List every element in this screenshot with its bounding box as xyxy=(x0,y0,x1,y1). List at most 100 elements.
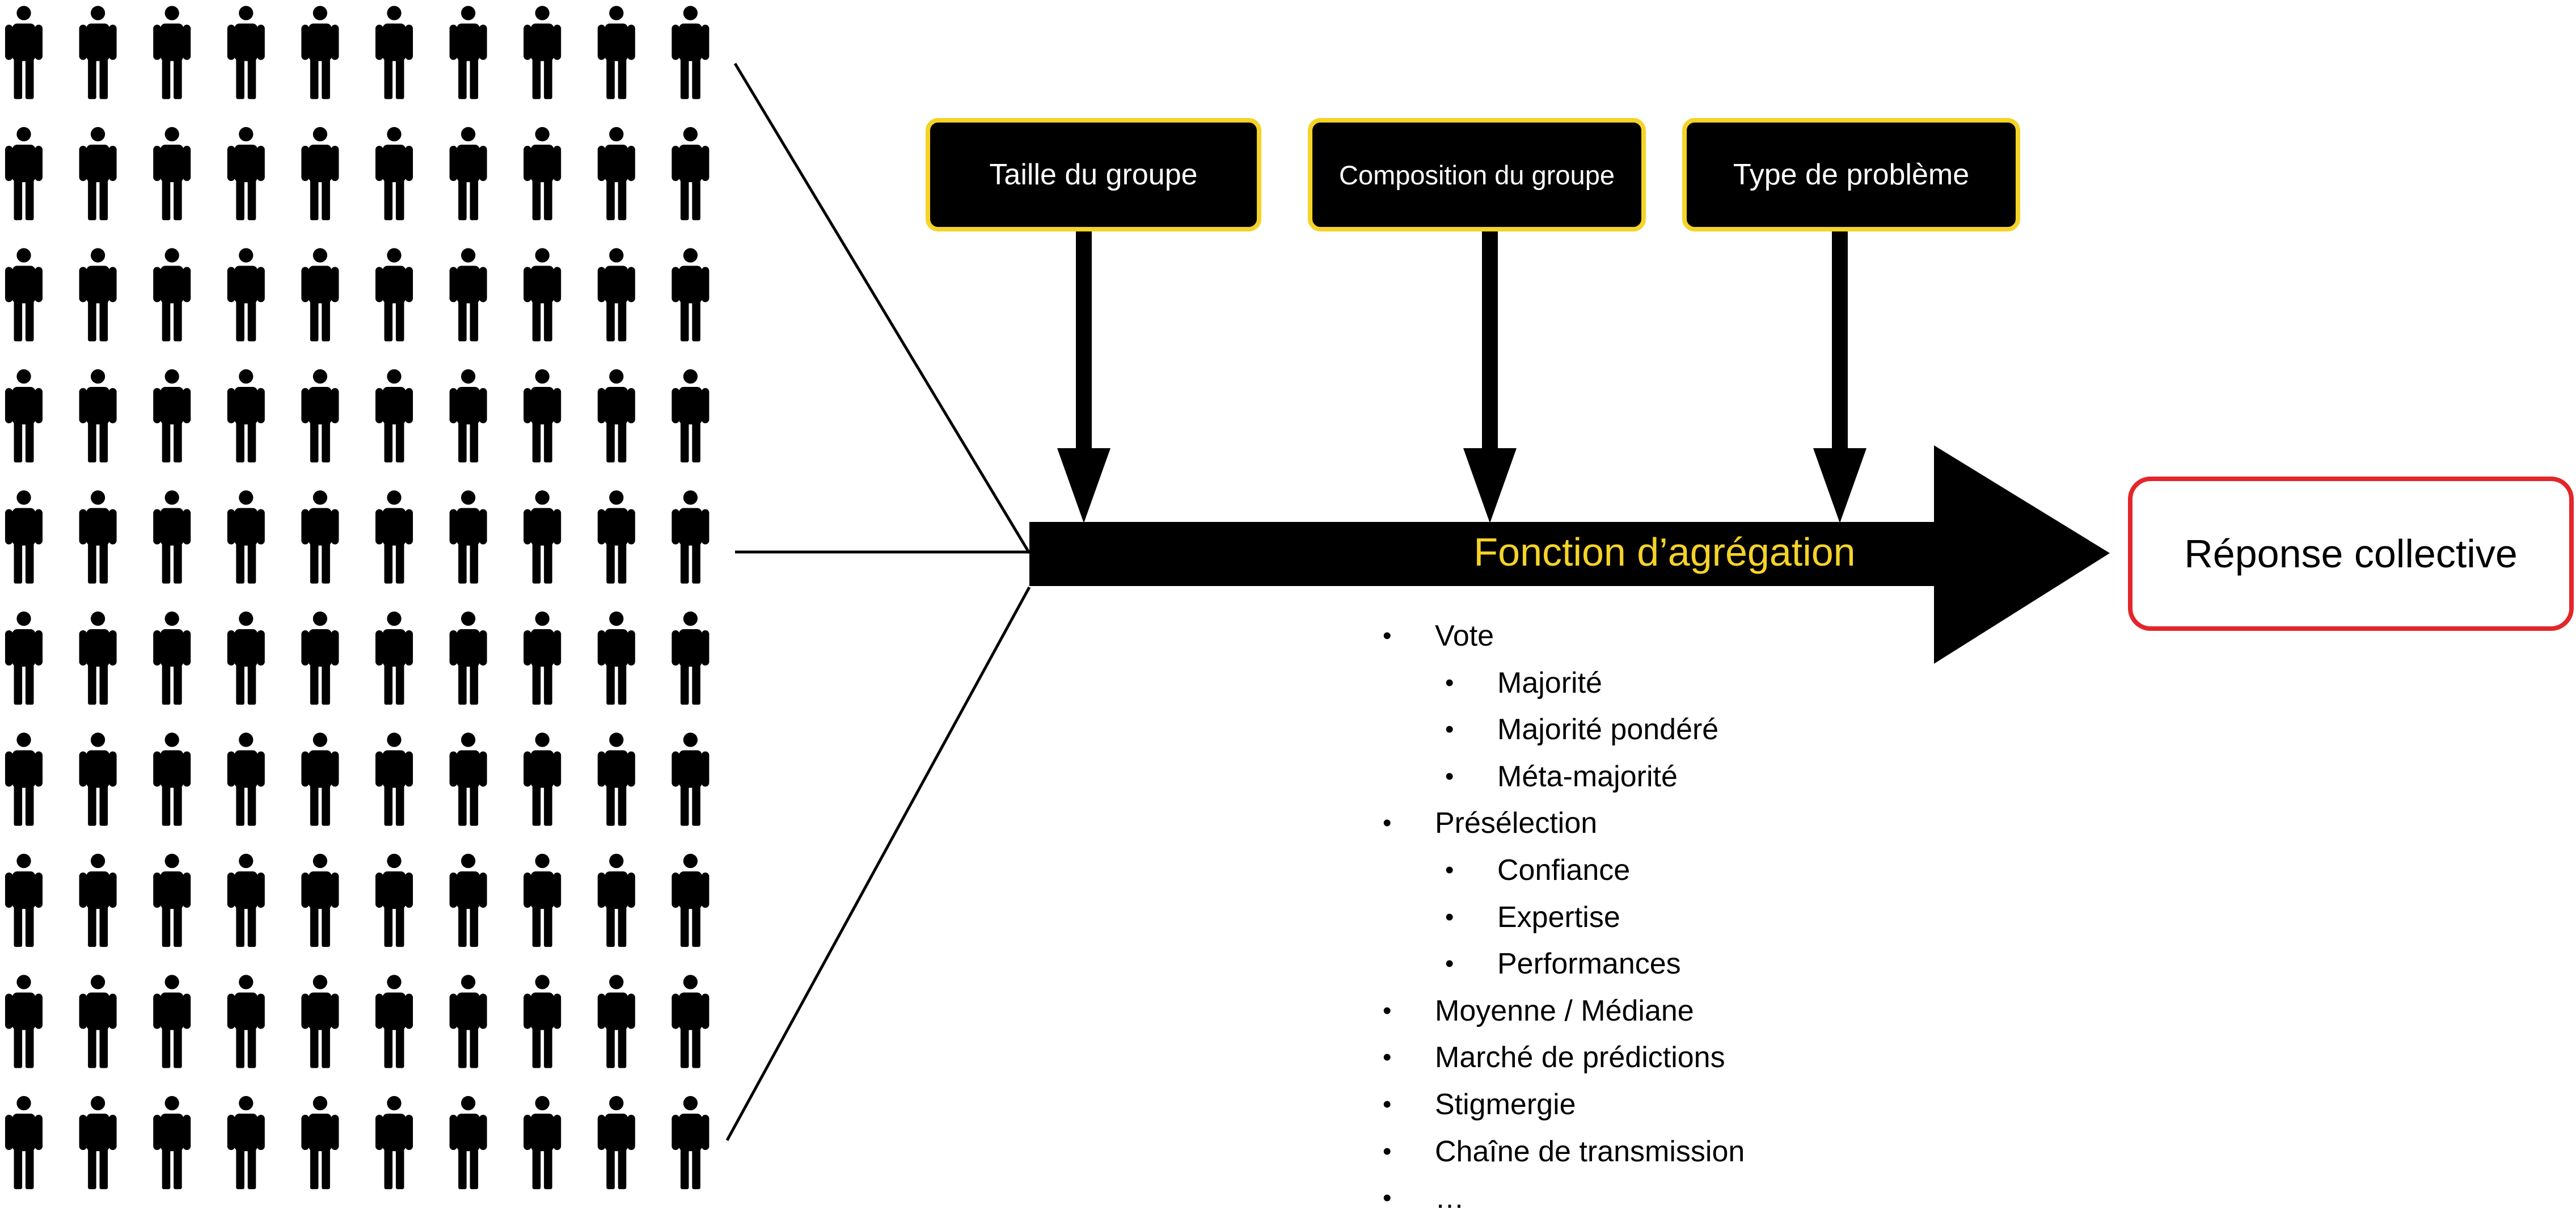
person-icon xyxy=(375,732,413,826)
person-icon xyxy=(375,6,413,99)
method-label: Performances xyxy=(1497,947,1681,981)
method-item: • Moyenne / Médiane xyxy=(1373,988,1745,1035)
person-icon xyxy=(5,6,43,99)
person-icon xyxy=(227,127,265,221)
person-icon xyxy=(449,611,487,705)
person-icon xyxy=(79,6,117,99)
person-icon xyxy=(375,490,413,584)
person-icon xyxy=(301,127,339,221)
person-icon xyxy=(597,1095,635,1190)
person-icon xyxy=(79,732,117,826)
person-icon xyxy=(79,1095,117,1190)
person-icon xyxy=(672,611,710,705)
person-icon xyxy=(79,853,117,947)
person-icon xyxy=(449,369,487,463)
bullet-icon: • xyxy=(1383,1184,1392,1212)
person-icon xyxy=(227,611,265,705)
method-item: •Chaîne de transmission xyxy=(1373,1128,1745,1175)
method-item: • Présélection xyxy=(1373,800,1745,847)
person-icon xyxy=(672,248,710,342)
method-label: Majorité pondéré xyxy=(1497,713,1719,747)
bullet-icon: • xyxy=(1445,903,1454,931)
person-icon xyxy=(5,732,43,826)
person-icon xyxy=(227,6,265,99)
person-icon xyxy=(597,6,635,99)
person-icon xyxy=(227,732,265,826)
method-label: Stigmergie xyxy=(1435,1088,1576,1121)
method-label: Moyenne / Médiane xyxy=(1435,994,1694,1027)
problem-type-box: Type de problème xyxy=(1682,118,2020,231)
factor-arrow-composition xyxy=(1463,227,1517,523)
person-icon xyxy=(5,853,43,947)
person-icon xyxy=(375,975,413,1068)
person-icon xyxy=(375,369,413,463)
bullet-icon: • xyxy=(1445,668,1454,697)
method-label: Présélection xyxy=(1435,807,1598,840)
method-item: • Expertise xyxy=(1373,894,1745,941)
person-icon xyxy=(523,975,561,1068)
person-icon xyxy=(597,490,635,584)
person-icon xyxy=(597,248,635,342)
method-item: •Majorité pondéré xyxy=(1373,706,1745,753)
method-item: •Performances xyxy=(1373,941,1745,988)
collective-response-box: Réponse collective xyxy=(2128,477,2574,631)
bullet-icon: • xyxy=(1383,809,1392,837)
bullet-icon: • xyxy=(1445,762,1454,790)
person-icon xyxy=(301,369,339,463)
method-item: •Confiance xyxy=(1373,847,1745,894)
method-label: Expertise xyxy=(1497,900,1620,934)
person-icon xyxy=(153,611,191,705)
person-icon xyxy=(672,1095,710,1190)
person-icon xyxy=(301,490,339,584)
method-label: Vote xyxy=(1435,620,1494,652)
person-icon xyxy=(79,248,117,342)
person-icon xyxy=(153,490,191,584)
person-icon xyxy=(5,611,43,705)
person-icon xyxy=(672,369,710,463)
factor-arrow-size xyxy=(1057,227,1110,523)
crowd-grid xyxy=(5,6,710,1190)
person-icon xyxy=(5,127,43,221)
group-size-box: Taille du groupe xyxy=(926,118,1261,231)
bullet-icon: • xyxy=(1383,622,1392,650)
person-icon xyxy=(153,127,191,221)
person-icon xyxy=(5,248,43,342)
method-item: • Stigmergie xyxy=(1373,1081,1745,1128)
person-icon xyxy=(449,732,487,826)
factor-arrow-problem xyxy=(1813,227,1866,523)
person-icon xyxy=(301,1095,339,1190)
person-icon xyxy=(375,248,413,342)
person-icon xyxy=(79,490,117,584)
person-icon xyxy=(449,248,487,342)
method-label: … xyxy=(1435,1182,1464,1215)
person-icon xyxy=(672,490,710,584)
bullet-icon: • xyxy=(1383,1090,1392,1118)
person-icon xyxy=(301,732,339,826)
group-composition-box: Composition du groupe xyxy=(1308,118,1646,231)
factor-arrows xyxy=(1057,227,1866,523)
person-icon xyxy=(449,127,487,221)
person-icon xyxy=(523,127,561,221)
person-icon xyxy=(672,853,710,947)
person-icon xyxy=(153,1095,191,1190)
problem-type-label: Type de problème xyxy=(1733,158,1970,191)
method-label: Confiance xyxy=(1497,853,1631,887)
bullet-icon: • xyxy=(1383,996,1392,1025)
person-icon xyxy=(5,975,43,1068)
person-icon xyxy=(79,611,117,705)
method-item: •Majorité xyxy=(1373,660,1745,707)
person-icon xyxy=(523,1095,561,1190)
person-icon xyxy=(375,611,413,705)
method-item: •Marché de prédictions xyxy=(1373,1034,1745,1081)
person-icon xyxy=(301,248,339,342)
person-icon xyxy=(227,1095,265,1190)
person-icon xyxy=(5,490,43,584)
person-icon xyxy=(672,6,710,99)
person-icon xyxy=(153,975,191,1068)
person-icon xyxy=(449,6,487,99)
person-icon xyxy=(449,975,487,1068)
person-icon xyxy=(79,975,117,1068)
person-icon xyxy=(227,975,265,1068)
person-icon xyxy=(523,490,561,584)
person-icon xyxy=(597,732,635,826)
